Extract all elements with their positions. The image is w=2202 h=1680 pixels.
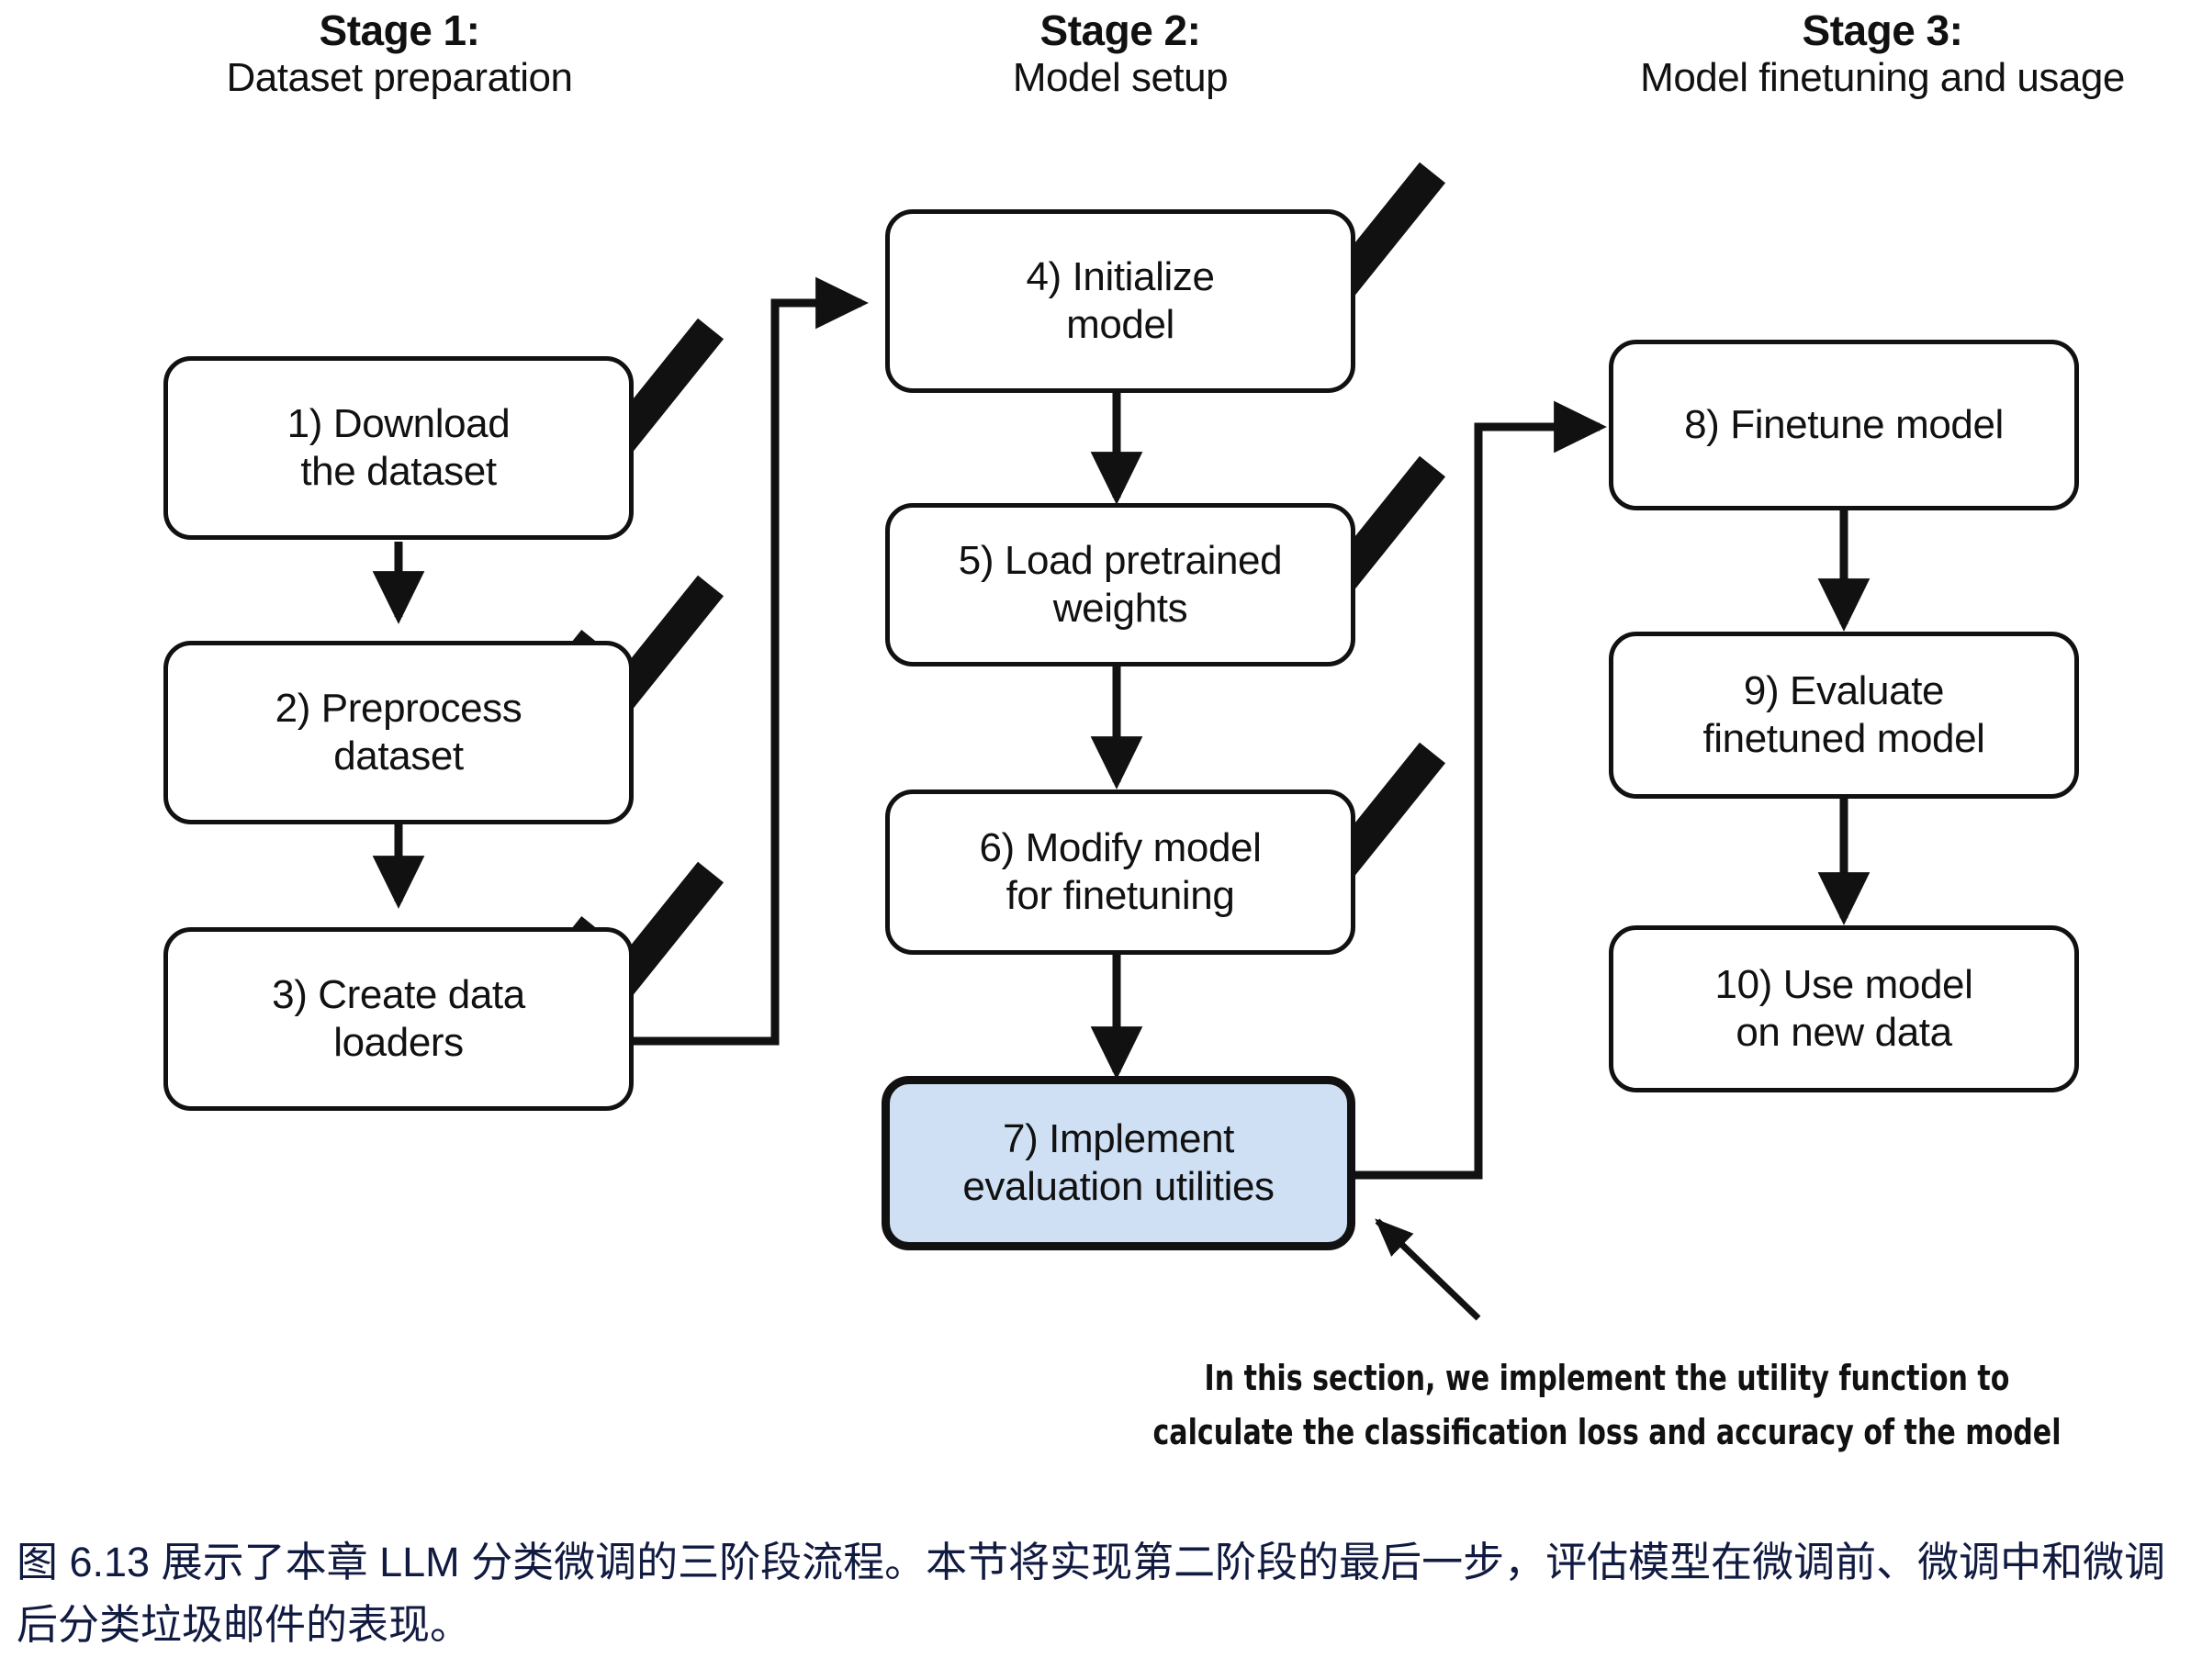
node-6-label: 6) Modify model for finetuning: [979, 825, 1262, 918]
annotation-line-2: calculate the classification loss and ac…: [1152, 1411, 2062, 1452]
node-7-label: 7) Implement evaluation utilities: [962, 1116, 1275, 1209]
annotation-pointer-arrow: [1375, 1218, 1481, 1321]
connector-stage2-to-stage3: [1346, 400, 1607, 1180]
annotation-line-1: In this section, we implement the utilit…: [1204, 1358, 2010, 1398]
stage-header-2: Stage 2: Model setup: [799, 6, 1442, 100]
node-4-label: 4) Initialize model: [1026, 254, 1215, 347]
node-8-finetune-model[interactable]: 8) Finetune model: [1609, 340, 2079, 510]
figure-caption: 图 6.13 展示了本章 LLM 分类微调的三阶段流程。本节将实现第二阶段的最后…: [17, 1539, 2166, 1649]
stage-3-subtitle: Model finetuning and usage: [1640, 54, 2125, 100]
section-annotation: In this section, we implement the utilit…: [1090, 1351, 2124, 1460]
node-1-download-the-dataset[interactable]: 1) Download the dataset: [163, 356, 634, 540]
node-2-label: 2) Preprocess dataset: [275, 686, 522, 778]
node-10-use-model-on-new-data[interactable]: 10) Use model on new data: [1609, 925, 2079, 1092]
stage-2-subtitle: Model setup: [1012, 54, 1229, 100]
stage-3-title: Stage 3:: [1802, 6, 1963, 54]
connector-stage1-to-stage2: [634, 276, 869, 1046]
stage-header-1: Stage 1: Dataset preparation: [55, 6, 744, 100]
node-2-preprocess-dataset[interactable]: 2) Preprocess dataset: [163, 641, 634, 824]
stage-1-subtitle: Dataset preparation: [226, 54, 573, 100]
stage-2-title: Stage 2:: [1039, 6, 1201, 54]
node-10-label: 10) Use model on new data: [1714, 962, 1973, 1055]
node-9-evaluate-finetuned-model[interactable]: 9) Evaluate finetuned model: [1609, 632, 2079, 799]
node-6-modify-model-for-finetuning[interactable]: 6) Modify model for finetuning: [885, 790, 1355, 955]
stage-header-3: Stage 3: Model finetuning and usage: [1579, 6, 2185, 100]
node-5-label: 5) Load pretrained weights: [958, 538, 1283, 631]
node-7-implement-evaluation-utilities[interactable]: 7) Implement evaluation utilities: [882, 1076, 1355, 1250]
node-3-create-data-loaders[interactable]: 3) Create data loaders: [163, 927, 634, 1111]
node-3-label: 3) Create data loaders: [272, 972, 525, 1065]
node-9-label: 9) Evaluate finetuned model: [1702, 668, 1985, 761]
node-5-load-pretrained-weights[interactable]: 5) Load pretrained weights: [885, 503, 1355, 666]
stage-1-title: Stage 1:: [319, 6, 480, 54]
node-4-initialize-model[interactable]: 4) Initialize model: [885, 209, 1355, 393]
node-1-label: 1) Download the dataset: [286, 401, 511, 494]
node-8-label: 8) Finetune model: [1684, 402, 2004, 448]
